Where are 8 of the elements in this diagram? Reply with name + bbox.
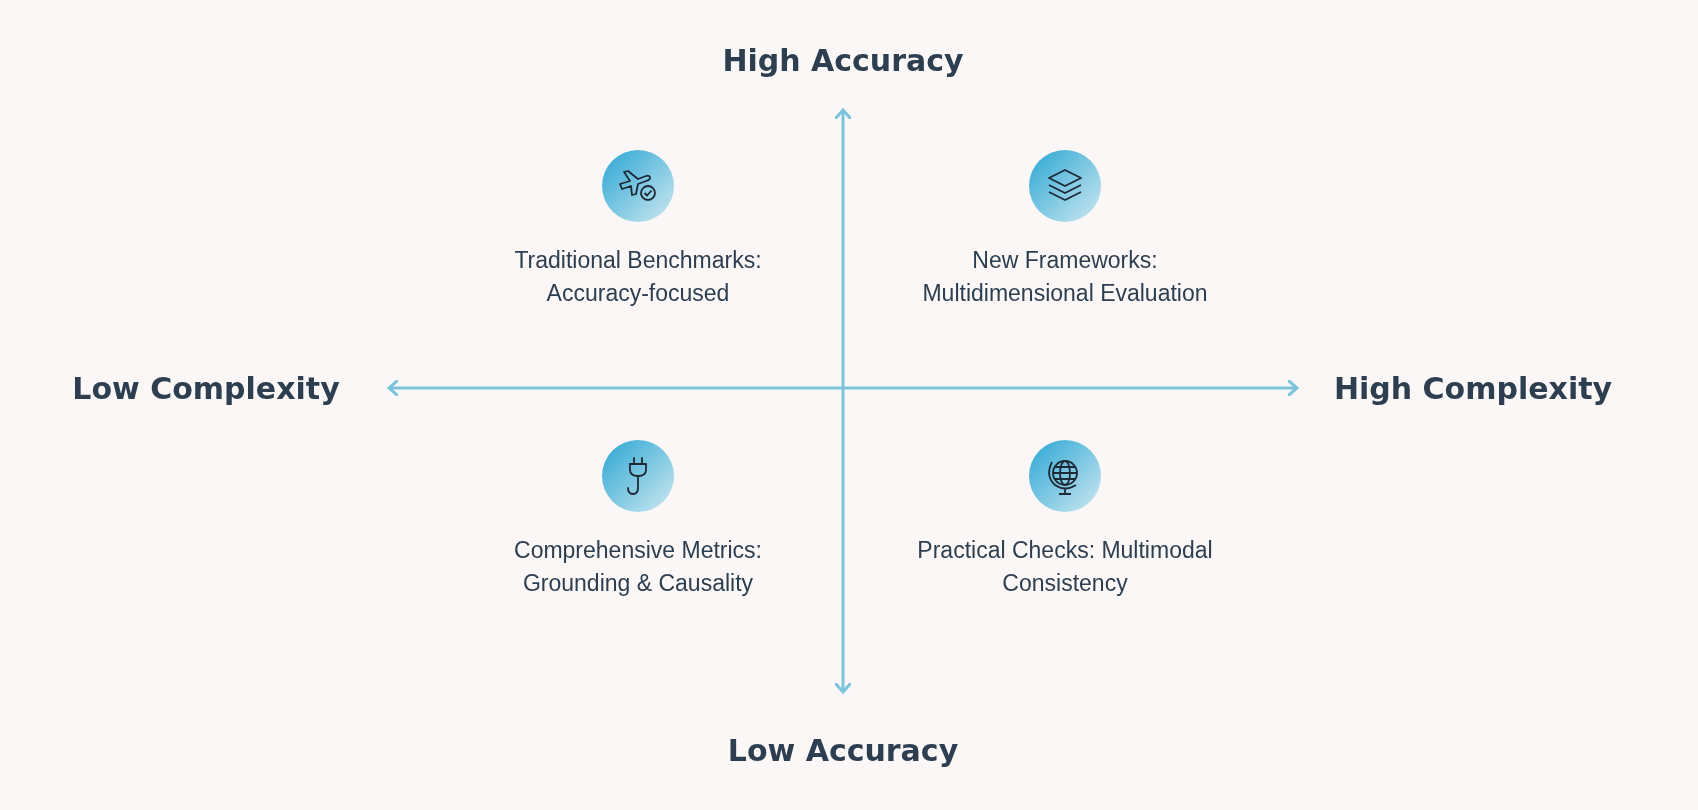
axis-label: Low Complexity <box>72 370 340 406</box>
quadrant-label: Comprehensive Metrics: Grounding & Causality <box>513 536 763 598</box>
axis-label: High Accuracy <box>722 42 964 78</box>
axis-label: High Complexity <box>1333 370 1613 406</box>
quadrant-label: New Frameworks: Multidimensional Evaluation <box>921 246 1209 308</box>
axis-label: Low Accuracy <box>727 732 959 768</box>
quadrant-label: Practical Checks: Multimodal Consistency <box>916 536 1214 598</box>
quadrant-label: Traditional Benchmarks: Accuracy-focused <box>513 246 763 308</box>
